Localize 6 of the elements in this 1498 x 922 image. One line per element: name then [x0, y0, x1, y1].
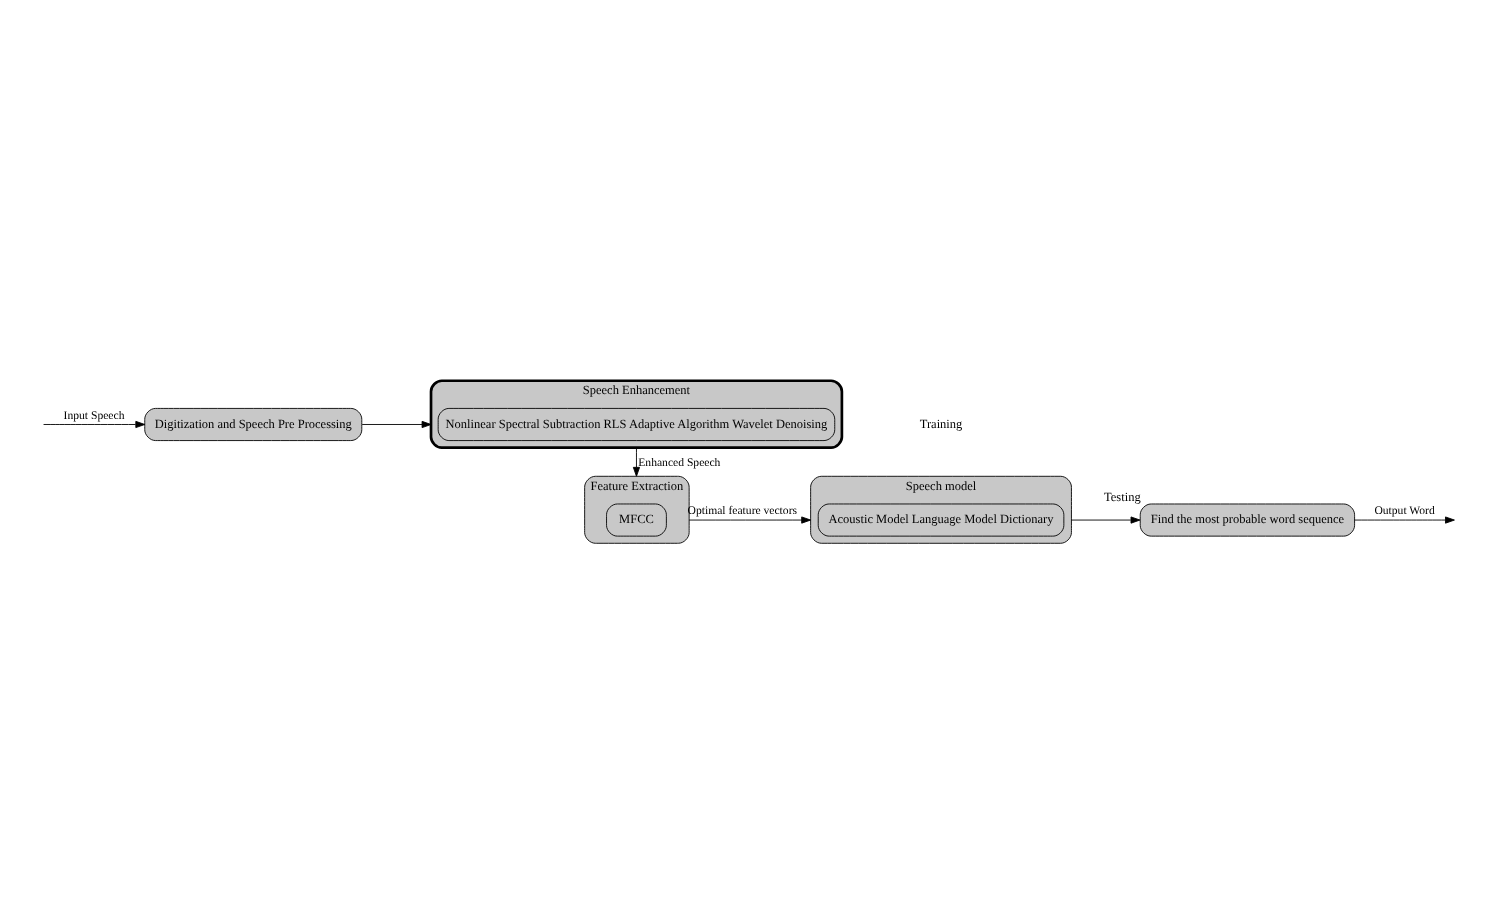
arrow: [688, 515, 812, 523]
arrow: [361, 419, 432, 428]
arrow: [632, 446, 641, 476]
arrow: [1071, 515, 1141, 523]
arrow: [43, 419, 146, 428]
arrow: [1354, 515, 1455, 523]
